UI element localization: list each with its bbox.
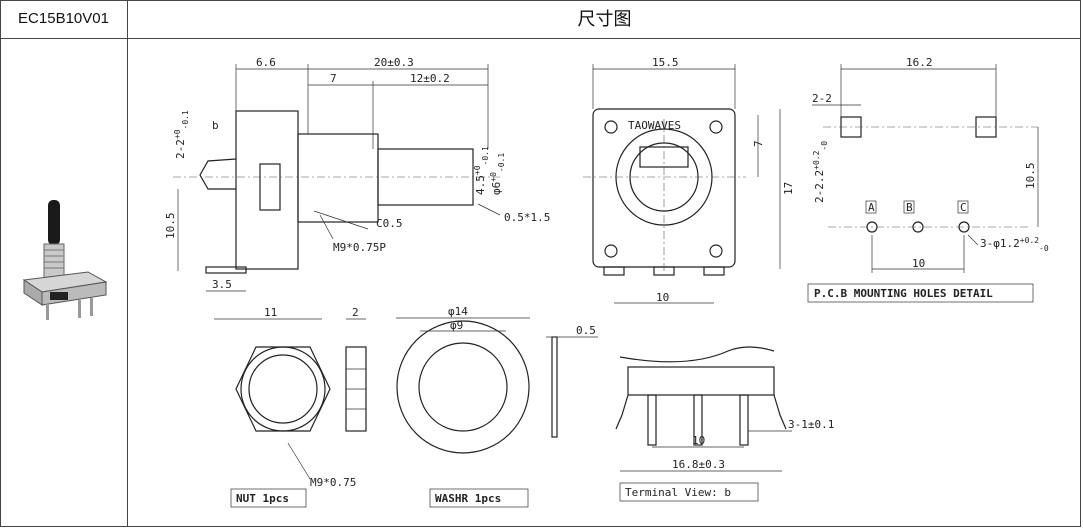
dim-phi6-tol-base: φ6	[490, 182, 503, 195]
washer-caption: WASHR 1pcs	[435, 492, 501, 505]
dim-20: 20±0.3	[374, 56, 414, 69]
pcb-tol-3-phi1-2-lower: -0	[1039, 244, 1049, 253]
dim-m9-thread: M9*0.75P	[333, 241, 386, 254]
nut-dim-2: 2	[352, 306, 359, 319]
nut-dim-11: 11	[264, 306, 277, 319]
dim-15-5: 15.5	[652, 56, 679, 69]
pcb-tol-3-phi1-2: 3-φ1.2+0.2-0	[980, 236, 1049, 253]
dim-phi6-tol: φ6+0-0.1	[489, 153, 506, 195]
dim-flat: 0.5*1.5	[504, 211, 550, 224]
dim-b: b	[212, 119, 219, 132]
front-view	[583, 64, 781, 304]
term-dim-10: 10	[692, 434, 705, 447]
pcb-dim-2-2: 2-2	[812, 92, 832, 105]
washer-dim-phi14: φ14	[448, 305, 468, 318]
nut-caption: NUT 1pcs	[236, 492, 289, 505]
pcb-tol-3-phi1-2-upper: +0.2	[1020, 236, 1039, 245]
pcb-dim-10-5: 10.5	[1024, 163, 1037, 190]
washer-dim-phi9: φ9	[450, 319, 463, 332]
dim-4-5-tol: 4.5+0-0.1	[473, 146, 490, 195]
dim-2-2-tol-upper: +0	[173, 129, 182, 139]
dim-3-5: 3.5	[212, 278, 232, 291]
encoder-photo	[22, 200, 108, 320]
pcb-tol-3-phi1-2-base: 3-φ1.2	[980, 237, 1020, 250]
nut-views	[214, 318, 367, 508]
terminal-view	[615, 346, 792, 502]
dim-12: 12±0.2	[410, 72, 450, 85]
dimension-drawing: 6.6 20±0.3 7 12±0.2 b C0.5 M9*0.75P 0.5*…	[164, 56, 1049, 508]
pcb-detail	[807, 64, 1039, 303]
pcb-tol-2-2-2-lower: -0	[820, 141, 829, 151]
washer-dim-0-5: 0.5	[576, 324, 596, 337]
pin-label-c: C	[960, 201, 967, 214]
dim-4-5-tol-upper: +0	[473, 165, 482, 175]
pcb-tol-2-2-2: 2-2.2+0.2-0	[812, 141, 829, 203]
pcb-tol-2-2-2-base: 2-2.2	[813, 170, 826, 203]
terminal-caption: Terminal View: b	[625, 486, 731, 499]
dim-10-5: 10.5	[164, 213, 177, 240]
dim-4-5-tol-lower: -0.1	[481, 146, 490, 165]
dim-2-2-tol-lower: -0.1	[181, 110, 190, 129]
dim-7: 7	[330, 72, 337, 85]
side-view	[173, 64, 501, 292]
brand-label: TAOWAVES	[628, 119, 681, 132]
pcb-dim-10: 10	[912, 257, 925, 270]
dim-phi6-tol-lower: -0.1	[497, 153, 506, 172]
pcb-tol-2-2-2-upper: +0.2	[812, 150, 821, 169]
dim-2-2-tol: 2-2+0-0.1	[173, 110, 190, 159]
term-dim-3-1: 3-1±0.1	[788, 418, 834, 431]
drawing-title: 尺寸图	[577, 9, 632, 29]
pcb-dim-16-2: 16.2	[906, 56, 933, 69]
column-divider	[127, 0, 128, 527]
term-dim-16-8: 16.8±0.3	[672, 458, 725, 471]
dim-17: 17	[782, 182, 795, 195]
dim-7-front: 7	[752, 140, 765, 147]
dim-10-front: 10	[656, 291, 669, 304]
washer-views	[396, 317, 598, 508]
nut-dim-thread: M9*0.75	[310, 476, 356, 489]
header-divider	[0, 38, 1081, 39]
dim-phi6-tol-upper: +0	[489, 172, 498, 182]
pcb-caption: P.C.B MOUNTING HOLES DETAIL	[814, 287, 993, 300]
dim-4-5-tol-base: 4.5	[474, 175, 487, 195]
pin-label-b: B	[906, 201, 913, 214]
dim-2-2-tol-base: 2-2	[174, 139, 187, 159]
model-number: EC15B10V01	[18, 10, 109, 27]
dim-6-6: 6.6	[256, 56, 276, 69]
dim-c05: C0.5	[376, 217, 403, 230]
pin-label-a: A	[868, 201, 875, 214]
